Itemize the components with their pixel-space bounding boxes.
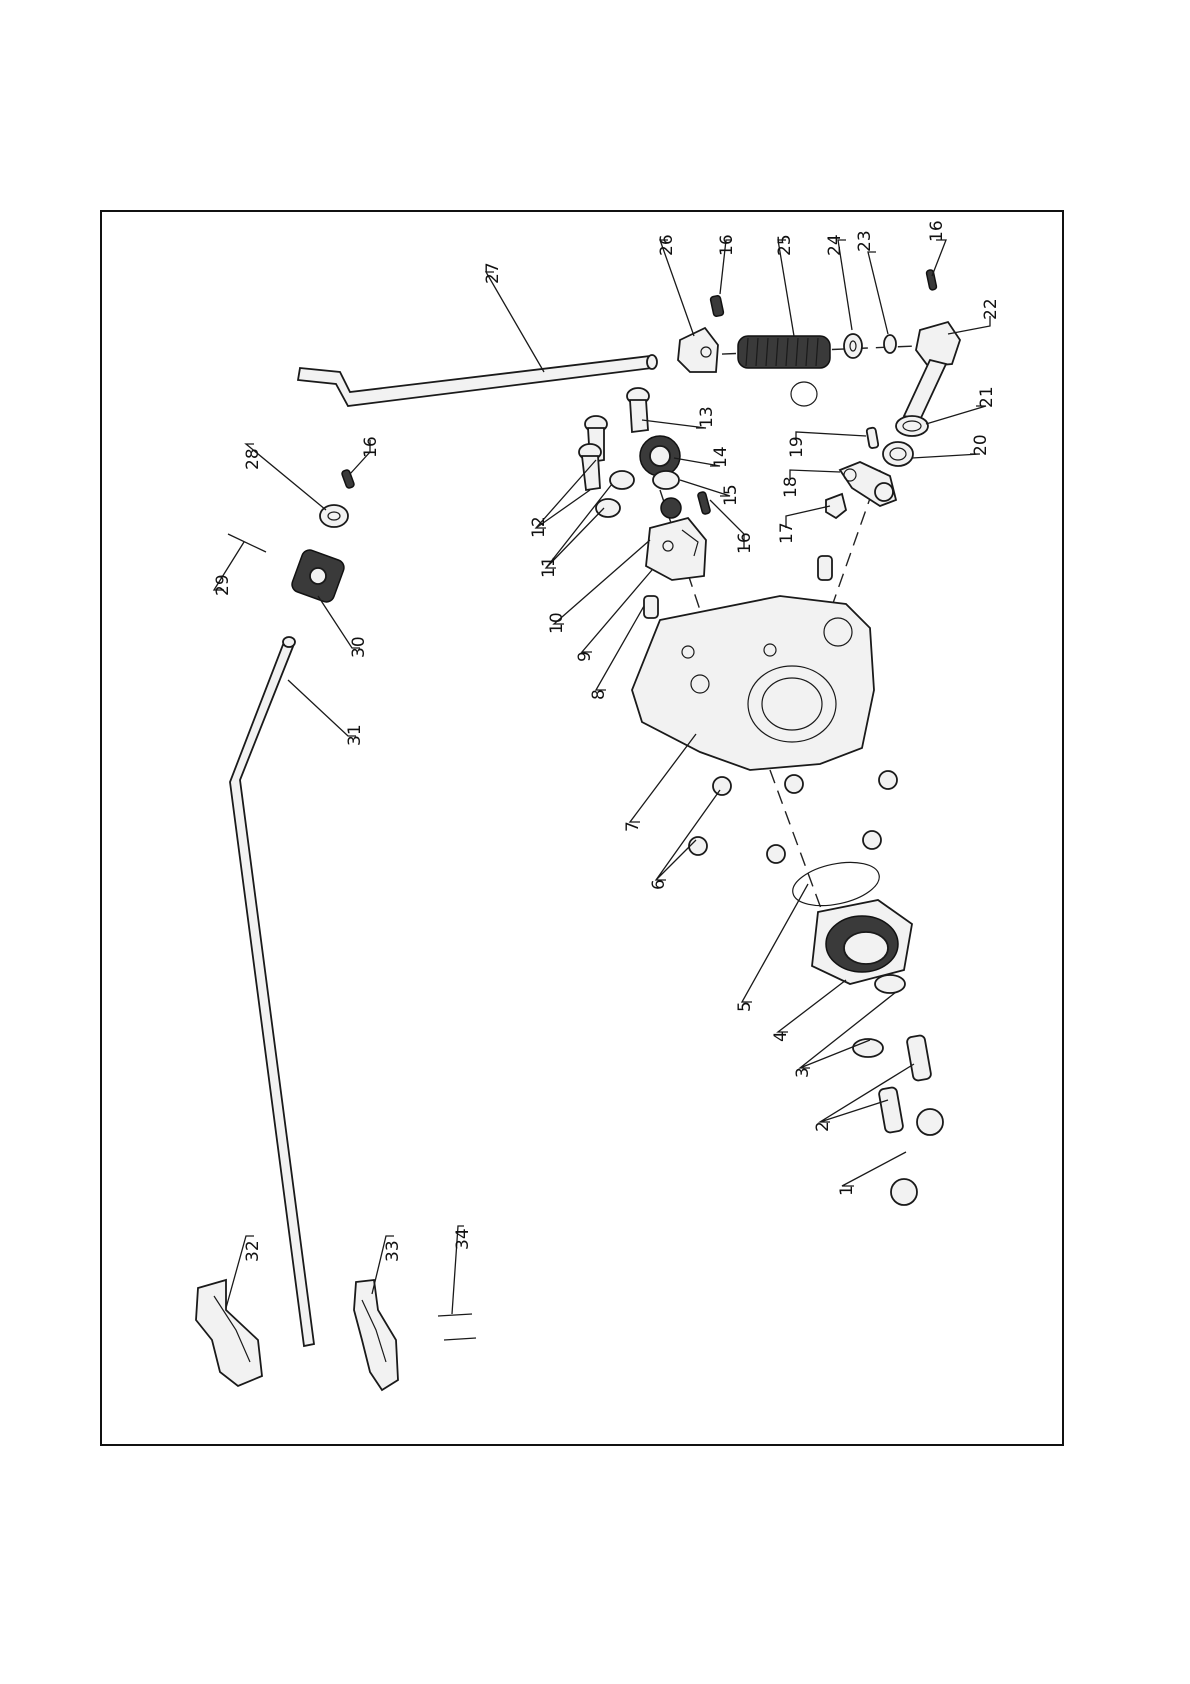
callout-24: 24 bbox=[825, 234, 845, 256]
pin-mid bbox=[697, 491, 710, 514]
callout-29: 29 bbox=[213, 574, 233, 596]
screw-34-lower bbox=[444, 1338, 476, 1340]
yoke-fork bbox=[904, 322, 960, 420]
pin-left bbox=[341, 469, 355, 489]
washer-20 bbox=[883, 442, 913, 466]
shaft-13 bbox=[627, 388, 649, 432]
callout-2: 2 bbox=[813, 1121, 833, 1132]
sleeve-8 bbox=[644, 596, 658, 618]
washer-15 bbox=[653, 471, 679, 489]
callout-34: 34 bbox=[453, 1228, 473, 1250]
pin-29 bbox=[228, 534, 266, 552]
callout-23: 23 bbox=[855, 230, 875, 252]
callout-14: 14 bbox=[711, 446, 731, 468]
compression-spring bbox=[738, 336, 830, 368]
callout-12: 12 bbox=[529, 516, 549, 538]
ring-21 bbox=[896, 416, 928, 436]
callout-33: 33 bbox=[383, 1240, 403, 1262]
callout-20: 20 bbox=[971, 434, 991, 456]
grip-33 bbox=[354, 1280, 398, 1390]
callout-32: 32 bbox=[243, 1240, 263, 1262]
callout-16-right: 16 bbox=[927, 220, 947, 242]
washer-3-lower bbox=[853, 1039, 883, 1057]
callout-9: 9 bbox=[575, 651, 595, 662]
leader-lines bbox=[214, 240, 990, 1314]
screw-34-upper bbox=[438, 1314, 472, 1316]
pin-top-left bbox=[710, 295, 724, 317]
pinion-gear bbox=[661, 498, 681, 518]
callout-1: 1 bbox=[837, 1185, 857, 1196]
rod-long bbox=[230, 637, 314, 1346]
rod-upper bbox=[298, 355, 657, 406]
washer-23 bbox=[884, 335, 896, 353]
callout-6: 6 bbox=[649, 879, 669, 890]
callout-21: 21 bbox=[977, 386, 997, 408]
bearing-flange bbox=[812, 900, 912, 984]
nut-1-lower bbox=[891, 1179, 917, 1205]
callout-13: 13 bbox=[697, 406, 717, 428]
nuts-6 bbox=[689, 771, 897, 863]
callout-16-left: 16 bbox=[361, 436, 381, 458]
washer-3-upper bbox=[875, 975, 905, 993]
callout-30: 30 bbox=[349, 636, 369, 658]
cover-plate bbox=[646, 518, 706, 580]
washer-11-upper bbox=[610, 471, 634, 489]
clevis-block bbox=[678, 328, 718, 372]
pin-2-lower bbox=[878, 1087, 903, 1133]
callout-16-top: 16 bbox=[717, 234, 737, 256]
pin-top-right bbox=[926, 269, 937, 290]
callout-28: 28 bbox=[243, 448, 263, 470]
callout-8: 8 bbox=[589, 689, 609, 700]
callout-26: 26 bbox=[657, 234, 677, 256]
loose-ring bbox=[791, 382, 817, 406]
callout-10: 10 bbox=[547, 612, 567, 634]
callout-7: 7 bbox=[623, 821, 643, 832]
callout-31: 31 bbox=[345, 724, 365, 746]
callout-16-mid: 16 bbox=[735, 532, 755, 554]
callout-5: 5 bbox=[735, 1001, 755, 1012]
pin-2-upper bbox=[906, 1035, 931, 1081]
callout-3: 3 bbox=[793, 1067, 813, 1078]
nut-1-upper bbox=[917, 1109, 943, 1135]
callout-25: 25 bbox=[775, 234, 795, 256]
gear-14 bbox=[640, 436, 680, 476]
link-arm bbox=[840, 462, 896, 506]
main-housing bbox=[632, 596, 874, 770]
callout-19: 19 bbox=[787, 436, 807, 458]
callout-17: 17 bbox=[777, 522, 797, 544]
callout-4: 4 bbox=[771, 1031, 791, 1042]
callout-27: 27 bbox=[483, 262, 503, 284]
clamp-block bbox=[290, 548, 346, 604]
washer-24 bbox=[844, 334, 862, 358]
sleeve-upper bbox=[818, 556, 832, 580]
washer-11-lower bbox=[596, 499, 620, 517]
pin-19 bbox=[866, 427, 878, 448]
callout-22: 22 bbox=[981, 298, 1001, 320]
callout-18: 18 bbox=[781, 476, 801, 498]
callout-11: 11 bbox=[539, 556, 559, 578]
callout-15: 15 bbox=[721, 484, 741, 506]
